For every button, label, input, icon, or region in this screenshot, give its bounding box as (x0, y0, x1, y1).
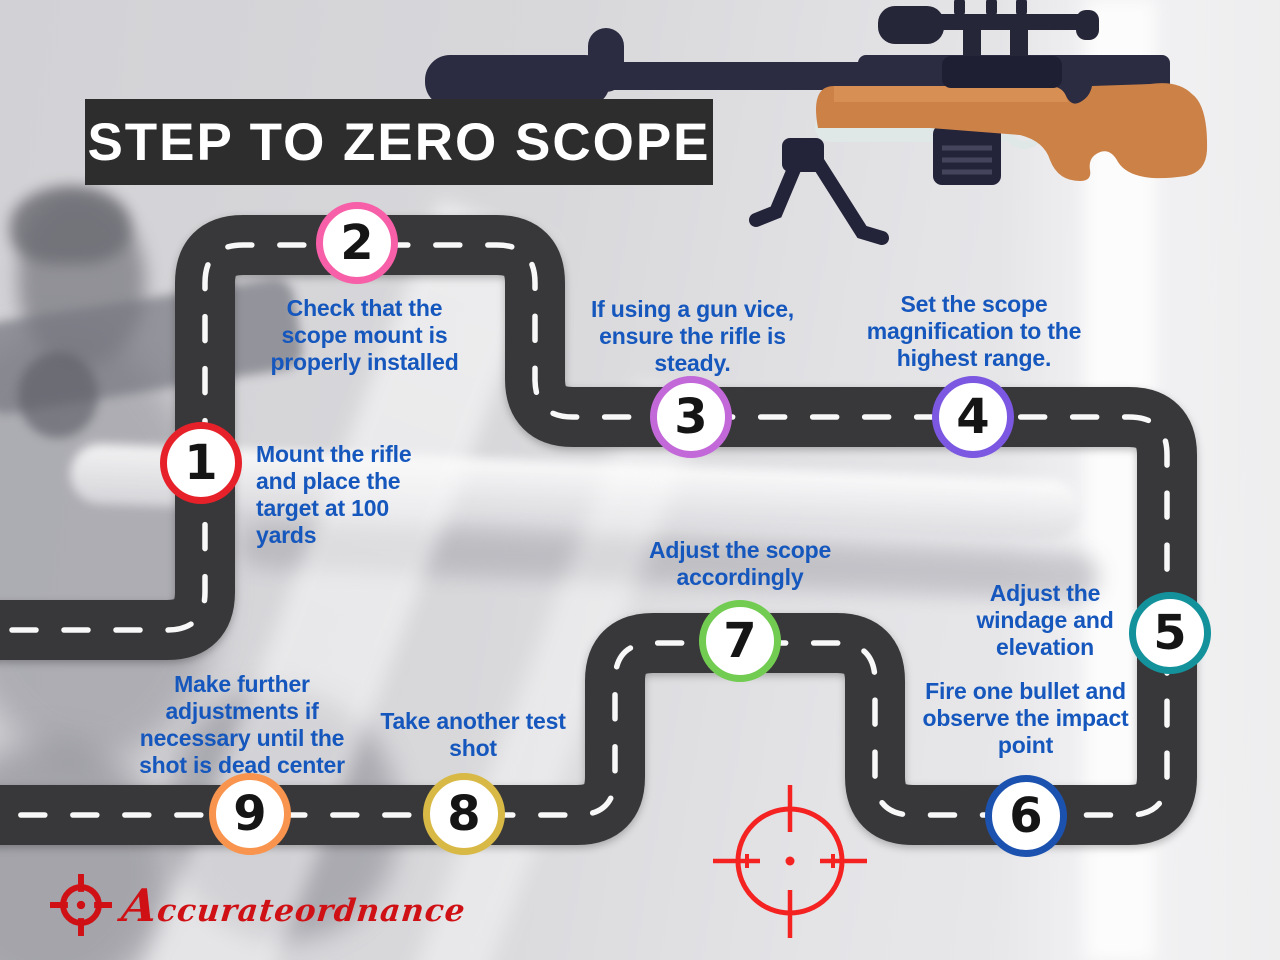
step-marker-9: 9 (209, 773, 291, 855)
rifle-scope-objective (1076, 10, 1099, 40)
step-label-6: Fire one bullet and observe the impact p… (922, 678, 1129, 759)
rifle-scope-turrets (954, 0, 1027, 16)
step-label-9: Make further adjustments if necessary un… (139, 671, 345, 779)
rifle-scope-mounts (942, 26, 1062, 88)
rifle-scope-eyepiece (878, 6, 944, 44)
step-label-8: Take another test shot (380, 708, 566, 762)
step-number: 2 (340, 215, 374, 271)
brand-logo: Accurateordnance (50, 874, 468, 936)
step-label-5: Adjust the windage and elevation (976, 580, 1114, 661)
step-marker-1: 1 (160, 422, 242, 504)
step-label-2: Check that the scope mount is properly i… (270, 295, 459, 376)
rifle-suppressor (425, 55, 610, 107)
rifle-stock-highlight (834, 86, 1068, 102)
step-label-1: Mount the rifle and place the target at … (256, 441, 412, 549)
crosshair-icon (50, 874, 112, 936)
step-label-3: If using a gun vice, ensure the rifle is… (590, 296, 795, 377)
step-number: 6 (1009, 788, 1043, 844)
crosshair-target-icon (713, 785, 867, 938)
step-number: 4 (956, 389, 990, 445)
step-marker-2: 2 (316, 202, 398, 284)
rifle-barrel (600, 62, 870, 90)
rifle-magazine-slats (942, 145, 992, 175)
step-number: 9 (233, 786, 267, 842)
brand-name: Accurateordnance (119, 878, 468, 932)
step-marker-8: 8 (423, 773, 505, 855)
step-number: 1 (184, 435, 218, 491)
step-marker-4: 4 (932, 376, 1014, 458)
step-number: 5 (1153, 605, 1187, 661)
rifle-magazine (933, 125, 1001, 185)
step-number: 7 (723, 613, 757, 669)
page-title: STEP TO ZERO SCOPE (85, 99, 713, 185)
step-label-4: Set the scope magnification to the highe… (866, 291, 1082, 372)
step-marker-5: 5 (1129, 592, 1211, 674)
step-marker-6: 6 (985, 775, 1067, 857)
step-marker-3: 3 (650, 376, 732, 458)
step-marker-7: 7 (699, 600, 781, 682)
step-number: 8 (447, 786, 481, 842)
rifle-bipod-hinge (782, 138, 824, 172)
step-number: 3 (674, 389, 708, 445)
step-label-7: Adjust the scope accordingly (648, 537, 832, 591)
